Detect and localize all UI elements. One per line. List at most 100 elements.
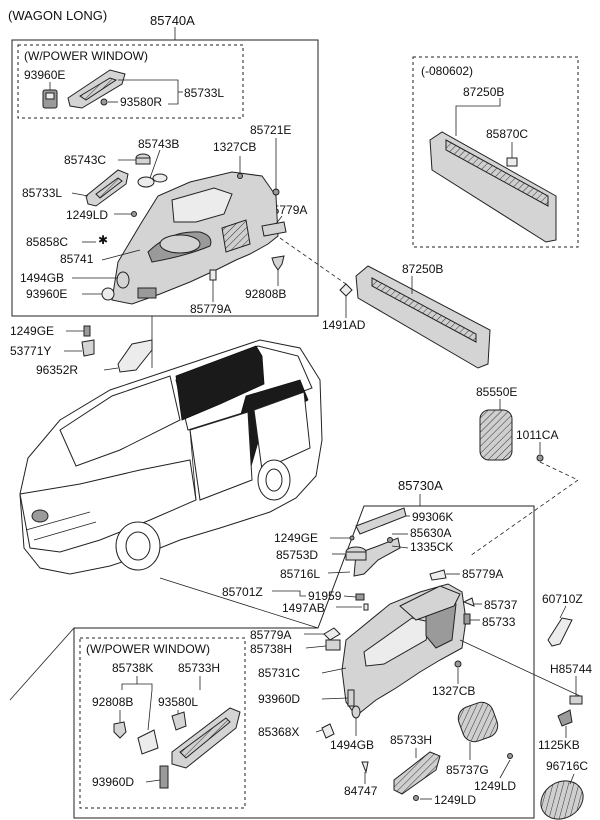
screw-1327cb-b-part [454, 660, 462, 668]
label-53771y: 53771Y [10, 344, 51, 358]
label-85753d: 85753D [276, 548, 318, 562]
label-85733l-a: 85733L [184, 86, 224, 100]
speaker-grille-upper [221, 219, 251, 253]
screw-1249ld-a [131, 211, 137, 217]
serial-range-box [412, 56, 579, 248]
plug-93960e-part [101, 287, 115, 301]
clip-85870c-part [506, 157, 518, 167]
leader-85731c [321, 667, 347, 674]
switch-93960d-a-part [347, 689, 355, 707]
rear-trim-87250b-a-vent [445, 139, 549, 207]
screw-92808b-b-part [113, 721, 127, 739]
label-85743b: 85743B [138, 137, 179, 151]
label-60710z: 60710Z [542, 592, 583, 606]
glass-96352r-part [117, 339, 153, 373]
label-85701z: 85701Z [222, 585, 263, 599]
outlet-93960e-part [137, 287, 157, 299]
label-92808b-b: 92808B [92, 695, 133, 709]
car-link-lower-b [159, 577, 319, 629]
label-96716c: 96716C [546, 759, 588, 773]
label-93960e-b: 93960E [26, 287, 67, 301]
screw-92808b-a-part [271, 255, 285, 271]
serial-range-label: (-080602) [421, 64, 473, 78]
label-85740a: 85740A [150, 13, 195, 28]
label-91959: 91959 [308, 589, 342, 603]
label-93960d-a: 93960D [258, 692, 300, 706]
label-1249ld-c: 1249LD [434, 793, 476, 807]
leader-85368x [315, 729, 323, 733]
leader-85738k-branch [121, 683, 153, 690]
label-85368x: 85368X [258, 725, 299, 739]
bolt-1125kb-part [557, 709, 573, 727]
clip-93580l-part [171, 711, 187, 731]
label-85733: 85733 [482, 615, 516, 629]
label-1249ge-a: 1249GE [10, 324, 54, 338]
leader-85716l [327, 571, 351, 574]
label-96352r: 96352R [36, 363, 78, 377]
upper-assembly-box [11, 39, 319, 317]
power-window-lower-label: (W/POWER WINDOW) [86, 642, 210, 656]
label-93960e-a: 93960E [24, 68, 65, 82]
label-85733h-b: 85733H [390, 733, 432, 747]
leader-91959 [343, 595, 357, 598]
clip-85779a-d-part [323, 627, 341, 641]
variant-label: (WAGON LONG) [8, 8, 107, 23]
clip-1491ad-part [339, 283, 353, 297]
cap-85743b-part2 [152, 173, 168, 183]
leader-85733l-b [71, 192, 89, 197]
label-85733h-a: 85733H [178, 661, 220, 675]
label-85738k: 85738K [112, 661, 153, 675]
speaker-85737g-part [457, 701, 499, 743]
bezel-85733l-b-grille [95, 177, 123, 199]
screw-1249ge-a-part [83, 325, 91, 337]
label-h85744: H85744 [550, 662, 592, 676]
power-window-upper-box [17, 44, 244, 119]
label-1249ld-b: 1249LD [474, 779, 516, 793]
quarter-trim-85731c-top [399, 585, 461, 621]
leader-87250b-a [455, 98, 501, 136]
label-92808b-a: 92808B [245, 287, 286, 301]
label-93580r: 93580R [120, 95, 162, 109]
rear-trim-87250b-a-part [429, 131, 557, 243]
label-85730a: 85730A [398, 478, 443, 493]
bracket-53771y-part [81, 339, 95, 357]
label-93580l: 93580L [158, 695, 198, 709]
rear-trim-87250b-b-vent [371, 277, 477, 343]
switch-93960e-detail [45, 92, 55, 100]
clip-85368x-part [321, 723, 335, 739]
power-window-lower-box [79, 637, 246, 809]
leader-85701z [272, 590, 306, 597]
leader-93960d-a [321, 697, 349, 700]
label-85779a-b: 85779A [190, 302, 231, 316]
leader-85741 [101, 249, 141, 261]
label-1327cb-a: 1327CB [213, 140, 256, 154]
label-93960d-b: 93960D [92, 775, 134, 789]
label-85737: 85737 [484, 598, 518, 612]
cap-85743c-body [135, 157, 151, 165]
switch-85738h-part [325, 639, 341, 651]
quarter-window-opening [171, 187, 233, 223]
label-1494gb-b: 1494GB [330, 738, 374, 752]
label-85737g: 85737G [446, 763, 489, 777]
grommet-1494gb-part [116, 271, 130, 289]
cap-85743b-part [137, 176, 155, 188]
label-85858c: 85858C [26, 235, 68, 249]
car-link-lower-a [9, 627, 75, 701]
trim-99306k-part [355, 507, 407, 535]
leader-1249ld-b [499, 759, 511, 779]
glass-60710z-part [547, 617, 573, 647]
dashed-link-1011ca-a [539, 461, 579, 481]
clip-1497ab-part [363, 603, 369, 611]
label-85743c: 85743C [64, 153, 106, 167]
quarter-trim-85731c-window [363, 617, 431, 667]
label-1497ab: 1497AB [282, 601, 325, 615]
label-1327cb-b: 1327CB [432, 684, 475, 698]
label-84747: 84747 [344, 784, 378, 798]
label-85870c: 85870C [486, 127, 528, 141]
bezel-85733l-grille [79, 77, 118, 101]
label-99306k: 99306K [412, 510, 453, 524]
cupholder-ring [159, 234, 201, 254]
screw-1249ld-c-part [413, 795, 419, 801]
clip-85779a-b-part [209, 269, 217, 281]
